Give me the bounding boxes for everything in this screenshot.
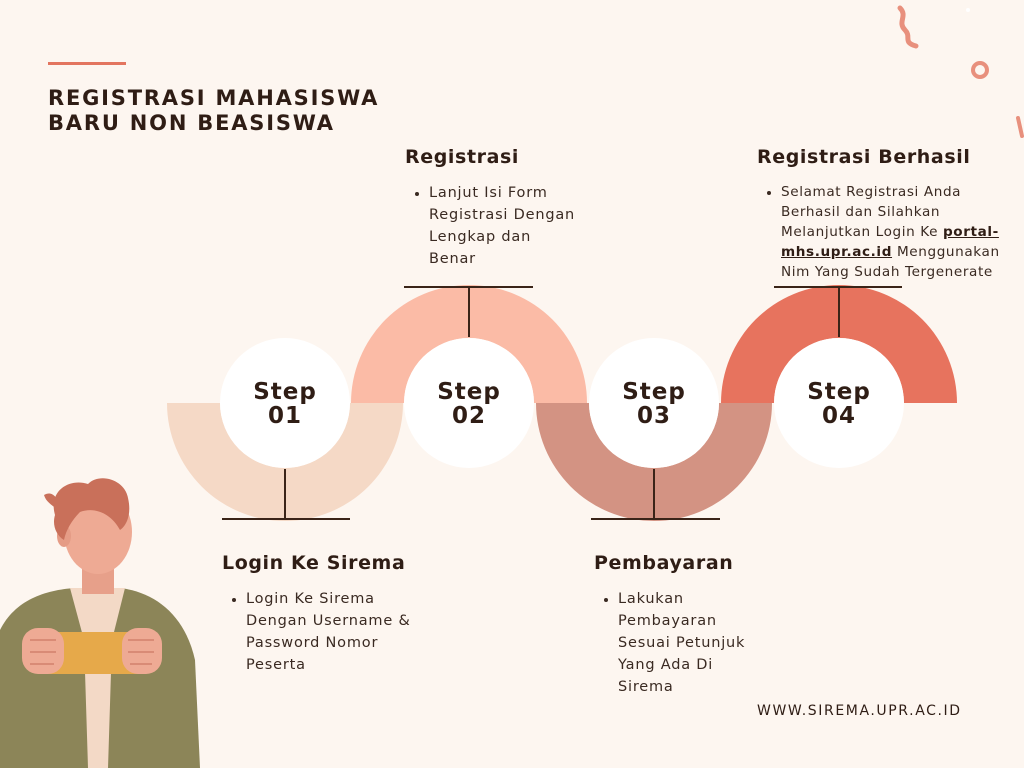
step-01-label: Step 01 [220, 380, 350, 428]
step-01-list: Login Ke Sirema Dengan Username & Passwo… [222, 588, 422, 676]
step-02-block: Registrasi Lanjut Isi Form Registrasi De… [405, 146, 580, 270]
title-accent-line [48, 62, 126, 65]
arc-step-04 [721, 285, 957, 403]
step-04-block: Registrasi Berhasil Selamat Registrasi A… [757, 146, 1007, 282]
step-03-label: Step 03 [589, 380, 719, 428]
person-holding-phone-illustration-icon [0, 478, 200, 768]
dot-decoration-icon [966, 8, 970, 12]
step-02-circle [404, 338, 534, 468]
step-03-description: Lakukan Pembayaran Sesuai Petunjuk Yang … [618, 588, 769, 698]
step-02-description: Lanjut Isi Form Registrasi Dengan Lengka… [429, 182, 580, 270]
step-04-label: Step 04 [774, 380, 904, 428]
page-title-line-2: BARU NON BEASISWA [48, 111, 335, 135]
step-03-heading: Pembayaran [594, 552, 734, 574]
step-03-word: Step [622, 379, 686, 405]
step-04-description-end: Menggunakan Nim Yang Sudah Tergenerate [781, 244, 1000, 280]
dash-decoration-icon [1016, 116, 1024, 138]
step-04-list: Selamat Registrasi Anda Berhasil dan Sil… [757, 182, 1007, 282]
ring-decoration-icon [971, 61, 989, 79]
step-01-circle [220, 338, 350, 468]
step-03-block: Pembayaran Lakukan Pembayaran Sesuai Pet… [594, 552, 769, 698]
step-02-heading: Registrasi [405, 146, 520, 168]
step-01-block: Login Ke Sirema Login Ke Sirema Dengan U… [222, 552, 422, 676]
step-04-description: Selamat Registrasi Anda Berhasil dan Sil… [781, 182, 1007, 282]
step-04-number: 04 [821, 403, 856, 429]
connector-lines [222, 286, 902, 520]
step-03-circle [589, 338, 719, 468]
website-url: WWW.SIREMA.UPR.AC.ID [757, 703, 962, 719]
step-02-label: Step 02 [404, 380, 534, 428]
step-03-number: 03 [636, 403, 671, 429]
step-02-word: Step [437, 379, 501, 405]
arc-step-01 [167, 403, 403, 521]
step-02-number: 02 [451, 403, 486, 429]
step-04-circle [774, 338, 904, 468]
step-02-list: Lanjut Isi Form Registrasi Dengan Lengka… [405, 182, 580, 270]
step-01-description: Login Ke Sirema Dengan Username & Passwo… [246, 588, 422, 676]
page-title-line-1: REGISTRASI MAHASISWA [48, 86, 380, 110]
squiggle-decoration-icon [897, 5, 919, 49]
portal-link[interactable]: portal-mhs.upr.ac.id [781, 224, 999, 260]
step-01-word: Step [253, 379, 317, 405]
step-04-description-start: Selamat Registrasi Anda Berhasil dan Sil… [781, 184, 962, 240]
arc-step-03 [536, 403, 772, 521]
step-03-list: Lakukan Pembayaran Sesuai Petunjuk Yang … [594, 588, 769, 698]
arc-step-02 [351, 285, 587, 403]
step-04-word: Step [807, 379, 871, 405]
page-title: REGISTRASI MAHASISWA BARU NON BEASISWA [48, 86, 408, 136]
step-01-heading: Login Ke Sirema [222, 552, 406, 574]
step-04-heading: Registrasi Berhasil [757, 146, 971, 168]
step-01-number: 01 [267, 403, 302, 429]
